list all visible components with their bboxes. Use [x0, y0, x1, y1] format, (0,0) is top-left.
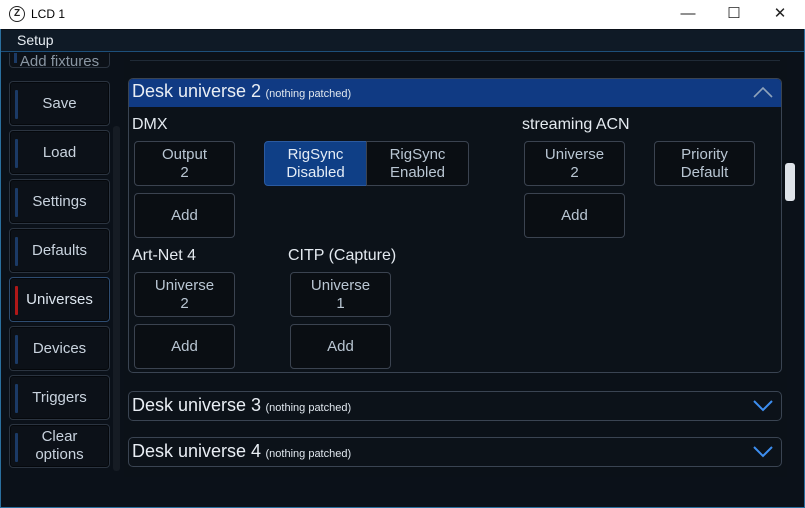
universe-panel-4-title-group: Desk universe 4 (nothing patched) [132, 441, 351, 462]
button-line1: Priority [681, 145, 728, 163]
dmx-add-button[interactable]: Add [134, 193, 235, 238]
sidebar-partial-item[interactable]: Add fixtures [9, 53, 110, 68]
divider [130, 60, 780, 61]
button-line1: Universe [310, 276, 371, 294]
button-line2: 2 [180, 294, 189, 312]
sidebar-item-label-line2: options [35, 446, 84, 463]
universe-panel-2 [128, 78, 782, 373]
active-marker [15, 286, 18, 315]
button-label: Add [561, 206, 588, 224]
sidebar-item-label: Settings [32, 192, 87, 210]
sidebar-item-label: Load [42, 143, 77, 161]
rigsync-enabled-button[interactable]: RigSync Enabled [366, 141, 469, 186]
panel-title: Desk universe 2 [132, 81, 262, 101]
sidebar-item-label: Universes [26, 290, 93, 308]
sidebar-partial-label: Add fixtures [19, 53, 100, 68]
artnet-universe-button[interactable]: Universe 2 [134, 272, 235, 317]
button-line1: Universe [154, 276, 215, 294]
button-line2: 2 [570, 163, 579, 181]
citp-universe-button[interactable]: Universe 1 [290, 272, 391, 317]
sidebar-item-label-line1: Clear [41, 428, 78, 445]
chevron-up-icon[interactable] [752, 85, 774, 99]
button-line1: RigSync [389, 145, 446, 163]
sacn-label: streaming ACN [522, 116, 630, 133]
artnet-label: Art-Net 4 [132, 247, 197, 264]
universe-panel-3[interactable] [128, 391, 782, 421]
sidebar-item-load[interactable]: Load [9, 130, 110, 175]
panel-title: Desk universe 3 [132, 395, 262, 415]
button-line2: Disabled [286, 163, 345, 181]
minimize-button[interactable]: — [680, 5, 696, 22]
sidebar-item-label: Triggers [32, 388, 87, 406]
universe-panel-3-title-group: Desk universe 3 (nothing patched) [132, 395, 351, 416]
chevron-down-icon[interactable] [752, 398, 774, 412]
main-scrollbar[interactable] [785, 163, 795, 201]
button-line2: Default [680, 163, 729, 181]
sidebar-item-label: Defaults [31, 241, 88, 259]
button-line1: RigSync [287, 145, 344, 163]
app-logo-icon: Z [9, 6, 25, 22]
dmx-output-button[interactable]: Output 2 [134, 141, 235, 186]
button-line1: Output [161, 145, 208, 163]
sidebar-item-save[interactable]: Save [9, 81, 110, 126]
universe-panel-2-header[interactable] [129, 79, 781, 107]
sidebar-item-label: Devices [32, 339, 87, 357]
menu-setup[interactable]: Setup [17, 32, 54, 48]
sidebar-item-universes[interactable]: Universes [9, 277, 110, 322]
citp-label: CITP (Capture) [288, 247, 397, 264]
panel-title: Desk universe 4 [132, 441, 262, 461]
sidebar-item-label: Save [42, 94, 77, 112]
universe-panel-2-title-group: Desk universe 2 (nothing patched) [132, 81, 351, 102]
title-bar [0, 0, 805, 29]
button-label: Add [171, 337, 198, 355]
universe-panel-4[interactable] [128, 437, 782, 467]
sacn-universe-button[interactable]: Universe 2 [524, 141, 625, 186]
sidebar-item-settings[interactable]: Settings [9, 179, 110, 224]
close-button[interactable]: ✕ [773, 5, 787, 22]
sidebar-scrollbar[interactable] [113, 126, 120, 471]
panel-subtitle: (nothing patched) [265, 448, 352, 460]
rigsync-disabled-button[interactable]: RigSync Disabled [264, 141, 367, 186]
window-title: LCD 1 [31, 7, 66, 21]
button-line2: 2 [180, 163, 189, 181]
maximize-button[interactable]: ☐ [727, 5, 741, 22]
button-label: Add [171, 206, 198, 224]
panel-subtitle: (nothing patched) [265, 88, 352, 100]
sacn-add-button[interactable]: Add [524, 193, 625, 238]
sidebar-item-clear-options[interactable]: Clear options [9, 424, 110, 468]
sidebar-item-devices[interactable]: Devices [9, 326, 110, 371]
chevron-down-icon[interactable] [752, 444, 774, 458]
panel-subtitle: (nothing patched) [265, 402, 352, 414]
sacn-priority-button[interactable]: Priority Default [654, 141, 755, 186]
sidebar-item-triggers[interactable]: Triggers [9, 375, 110, 420]
button-label: Add [327, 337, 354, 355]
button-line1: Universe [544, 145, 605, 163]
artnet-add-button[interactable]: Add [134, 324, 235, 369]
citp-add-button[interactable]: Add [290, 324, 391, 369]
sidebar-item-defaults[interactable]: Defaults [9, 228, 110, 273]
dmx-label: DMX [132, 116, 168, 133]
menu-bar [1, 30, 804, 52]
button-line2: 1 [336, 294, 345, 312]
button-line2: Enabled [389, 163, 446, 181]
